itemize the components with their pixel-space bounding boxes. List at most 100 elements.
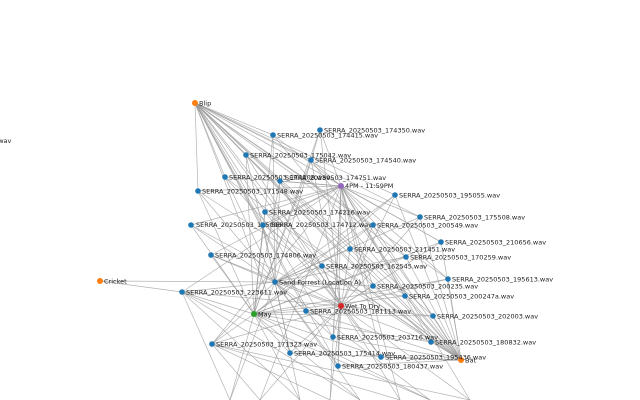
graph-node-blip[interactable]: Blip	[192, 100, 211, 108]
node-label-r174415: SERRA_20250503_174415.wav	[277, 132, 378, 140]
node-dot-r211451[interactable]	[347, 246, 353, 252]
graph-node-r210656[interactable]: SERRA_20250503_210656.wav	[438, 239, 546, 247]
graph-node-r174415[interactable]: SERRA_20250503_174415.wav	[270, 132, 378, 140]
graph-node-r174751[interactable]: SERRA_20250503_174751.wav	[277, 174, 386, 184]
graph-node-r181113[interactable]: SERRA_20250503_181113.wav	[303, 308, 411, 316]
graph-node-r171323[interactable]: SERRA_20250503_171323.wav	[209, 341, 317, 349]
node-dot-r175006[interactable]	[188, 222, 194, 228]
node-label-r175042: SERRA_20250503_175042.wav	[250, 152, 351, 160]
edge-wet-to-dry-r211451	[340, 248, 351, 307]
edge-sand-forrest-r223611	[181, 281, 276, 293]
node-dot-r195055[interactable]	[392, 192, 398, 198]
node-dot-time-4pm[interactable]	[338, 183, 344, 189]
node-label-r175006: SERRA_20250503_175006	[196, 221, 282, 229]
node-dot-r180437[interactable]	[335, 363, 341, 369]
graph-node-cricket[interactable]: Cricket	[97, 278, 127, 286]
graph-node-r174350[interactable]: SERRA_20250503_174350.wav	[317, 127, 425, 135]
graph-node-r223611[interactable]: SERRA_20250503_223611.wav	[179, 289, 287, 297]
edge-bat-r200247	[404, 295, 462, 361]
node-dot-r200247[interactable]	[402, 293, 408, 299]
node-dot-r171548[interactable]	[195, 188, 201, 194]
node-dot-r195436[interactable]	[378, 354, 384, 360]
graph-node-r202003[interactable]: SERRA_20250503_202003.wav	[430, 313, 538, 321]
node-dot-r200235[interactable]	[370, 283, 376, 289]
edge-r171323-offscreen	[211, 343, 261, 400]
node-dot-r174751[interactable]	[277, 178, 283, 184]
node-dot-r162545[interactable]	[319, 263, 325, 269]
node-dot-r203716[interactable]	[330, 334, 336, 340]
graph-node-r180437[interactable]: SERRA_20250503_180437.wav	[335, 363, 443, 371]
graph-node-sand-forrest[interactable]: Sand Forrest (Location A)	[272, 279, 361, 287]
edge-time-4pm-r171548	[197, 185, 342, 192]
graph-node-r175006[interactable]: SERRA_20250503_175006	[188, 221, 282, 229]
graph-node-r174208[interactable]: SERRA_20250503_174208.wav	[222, 174, 330, 182]
node-dot-r174540[interactable]	[308, 157, 314, 163]
node-dot-r174712[interactable]	[260, 222, 266, 228]
graph-node-r162545[interactable]: SERRA_20250503_162545.wav	[319, 263, 427, 271]
node-dot-r195613[interactable]	[445, 276, 451, 282]
graph-node-r180832[interactable]: SERRA_20250503_180832.wav	[428, 339, 536, 347]
graph-node-r174806[interactable]: SERRA_20250503_174806.wav	[208, 252, 316, 260]
node-dot-blip[interactable]	[192, 100, 198, 106]
graph-node-time-4pm[interactable]: 4PM - 11:59PM	[338, 182, 393, 190]
edge-sand-forrest-r170259	[274, 256, 407, 283]
node-dot-r174208[interactable]	[222, 174, 228, 180]
graph-node-r200235[interactable]: SERRA_20250503_200235.wav	[370, 283, 478, 291]
edge-r223611-offscreen	[181, 291, 301, 400]
edge-sand-forrest-r171548	[197, 190, 276, 283]
edge-wet-to-dry-r195055	[340, 194, 396, 307]
node-dot-r170259[interactable]	[403, 254, 409, 260]
graph-node-r170259[interactable]: SERRA_20250503_170259.wav	[403, 254, 511, 262]
graph-node-clip-edge[interactable]: 0.wav	[0, 137, 12, 145]
graph-node-r200247[interactable]: SERRA_20250503_200247a.wav	[402, 293, 514, 301]
graph-node-wet-to-dry[interactable]: Wet To Dry	[338, 303, 380, 311]
graph-node-r195613[interactable]: SERRA_20250503_195613.wav	[445, 276, 553, 284]
node-dot-cricket[interactable]	[97, 278, 103, 284]
edge-time-4pm-r174216	[264, 185, 342, 213]
node-dot-bat[interactable]	[458, 357, 464, 363]
edge-blip-r175508	[194, 102, 421, 218]
node-dot-r175042[interactable]	[243, 152, 249, 158]
node-dot-wet-to-dry[interactable]	[338, 303, 344, 309]
node-label-may: May	[258, 311, 272, 319]
graph-node-r174540[interactable]: SERRA_20250503_174540.wav	[308, 157, 416, 165]
node-dot-r175508[interactable]	[417, 214, 423, 220]
node-dot-r200549[interactable]	[370, 222, 376, 228]
node-dot-r174415[interactable]	[270, 132, 276, 138]
edge-time-4pm-offscreen	[329, 185, 342, 400]
node-label-r174540: SERRA_20250503_174540.wav	[315, 157, 416, 165]
graph-node-r175042[interactable]: SERRA_20250503_175042.wav	[243, 152, 351, 160]
node-dot-r180832[interactable]	[428, 339, 434, 345]
node-label-bat: Bat	[465, 357, 476, 365]
node-dot-r171323[interactable]	[209, 341, 215, 347]
node-dot-r202003[interactable]	[430, 313, 436, 319]
graph-node-r195436[interactable]: SERRA_20250503_195436.wav	[378, 354, 486, 362]
graph-node-r203716[interactable]: SERRA_20250503_203716.wav	[330, 334, 438, 342]
graph-node-r175508[interactable]: SERRA_20250503_175508.wav	[417, 214, 525, 222]
graph-node-bat[interactable]: Bat	[458, 357, 476, 365]
graph-node-r174216[interactable]: SERRA_20250503_174216.wav	[262, 209, 370, 217]
edge-may-offscreen	[253, 313, 431, 400]
node-dot-may[interactable]	[251, 311, 257, 317]
graph-node-r175414[interactable]: SERRA_20250503_175414.wav	[287, 350, 395, 358]
graph-node-r195055[interactable]: SERRA_20250503_195055.wav	[392, 192, 500, 200]
node-dot-r175414[interactable]	[287, 350, 293, 356]
graph-node-r211451[interactable]: SERRA_20250503_211451.wav	[347, 246, 455, 254]
node-label-r181113: SERRA_20250503_181113.wav	[310, 308, 411, 316]
node-label-r174216: SERRA_20250503_174216.wav	[269, 209, 370, 217]
node-label-r195613: SERRA_20250503_195613.wav	[452, 276, 553, 284]
node-dot-r174806[interactable]	[208, 252, 214, 258]
node-dot-r174216[interactable]	[262, 209, 268, 215]
node-dot-sand-forrest[interactable]	[272, 279, 278, 285]
edge-blip-r174415	[194, 102, 274, 136]
graph-node-r171548[interactable]: SERRA_20250503_171548.wav	[195, 188, 303, 196]
node-dot-r210656[interactable]	[438, 239, 444, 245]
graph-node-r200549[interactable]: SERRA_20250503_200549.wav	[370, 222, 478, 230]
node-dot-r174350[interactable]	[317, 127, 323, 133]
node-dot-r181113[interactable]	[303, 308, 309, 314]
graph-node-r174712[interactable]: SERRA_20250503_174712.wav	[260, 221, 372, 229]
node-label-sand-forrest: Sand Forrest (Location A)	[279, 279, 361, 287]
node-dot-r223611[interactable]	[179, 289, 185, 295]
graph-node-may[interactable]: May	[251, 311, 272, 319]
